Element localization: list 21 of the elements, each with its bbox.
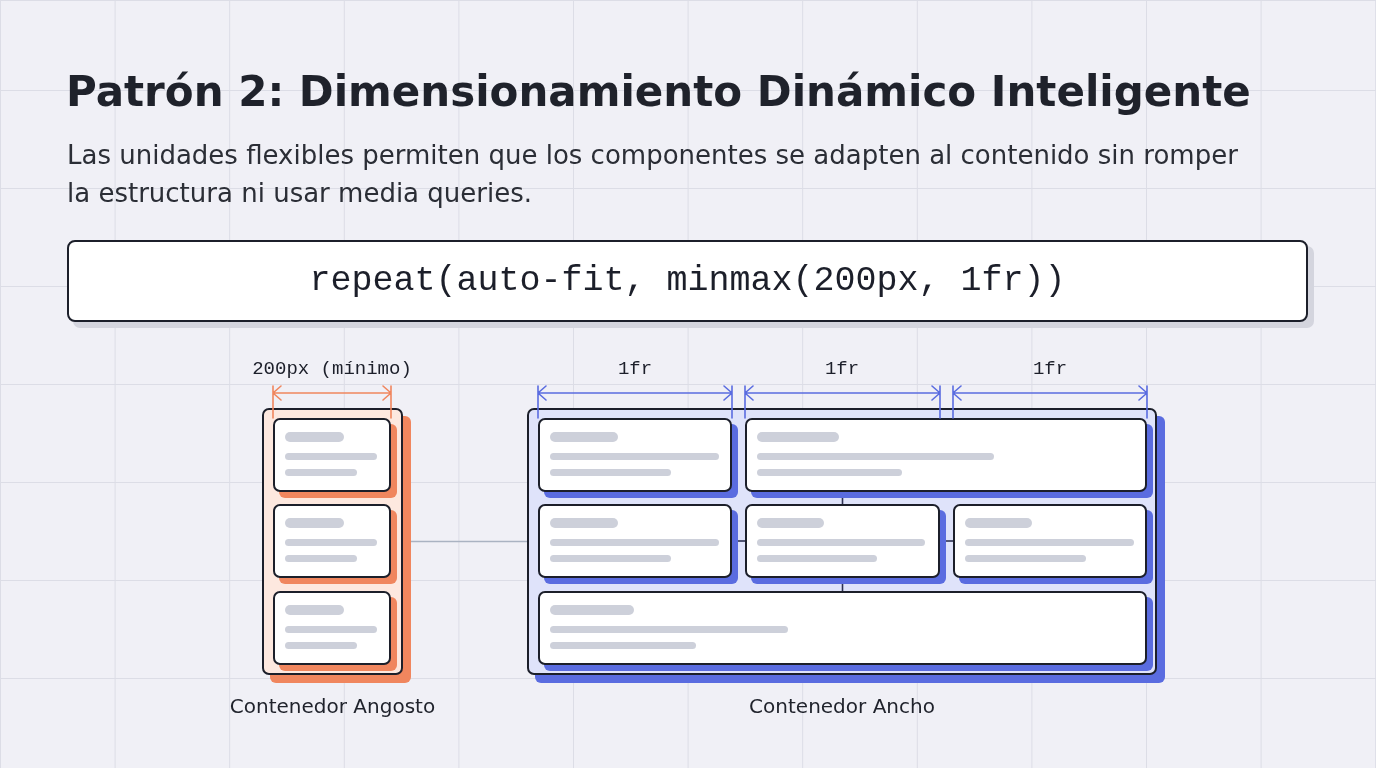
content-card: [745, 504, 946, 584]
content-card: [953, 504, 1153, 584]
connector-line: [841, 497, 844, 505]
code-text: repeat(auto-fit, minmax(200px, 1fr)): [309, 260, 1066, 302]
subtitle: Las unidades flexibles permiten que los componentes se adapten al contenido sin romper la estructura ni usar media queries.: [67, 139, 1239, 210]
content-card: [538, 591, 1153, 671]
dimension-label: 1fr: [617, 357, 653, 381]
content-card: [538, 418, 738, 498]
connector-line: [410, 540, 528, 543]
connector-line: [945, 540, 954, 542]
dimension-label: 200px (mínimo): [252, 357, 412, 381]
container-caption: Contenedor Angosto: [229, 694, 436, 718]
content-card: [538, 504, 738, 584]
dimension-label: 1fr: [1032, 357, 1068, 381]
title: Patrón 2: Dimensionamiento Dinámico Inteligente: [66, 66, 1251, 118]
connector-line: [737, 540, 746, 542]
content-card: [745, 418, 1153, 498]
container-caption: Contenedor Ancho: [749, 694, 935, 718]
code-panel: [67, 240, 1314, 328]
connector-line: [841, 583, 844, 592]
dimension-label: 1fr: [824, 357, 860, 381]
